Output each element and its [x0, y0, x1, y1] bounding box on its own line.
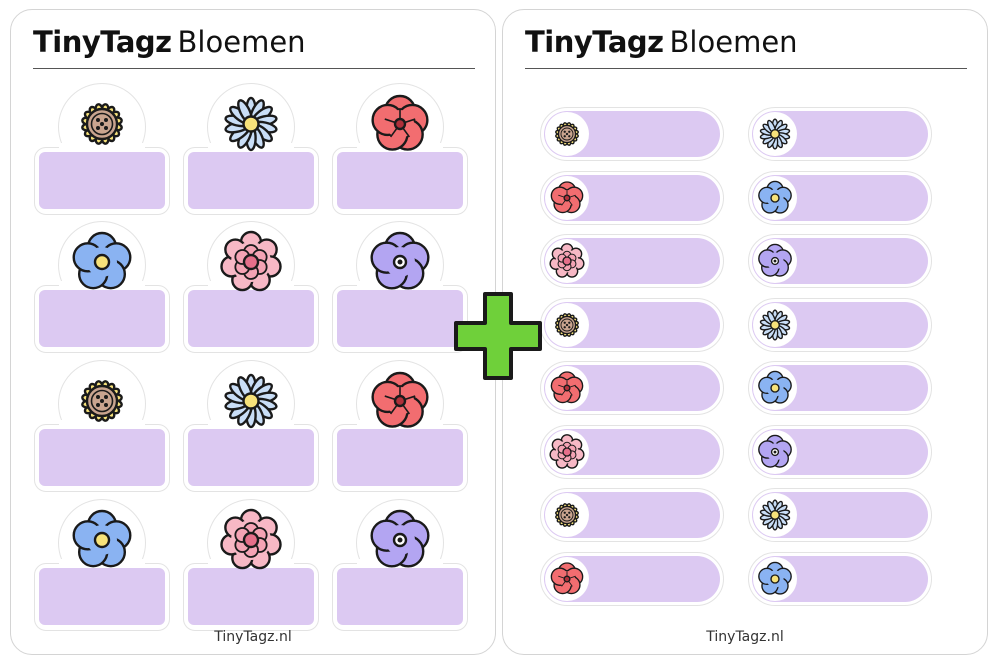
- forget-me-not-icon: [67, 505, 137, 575]
- title-divider: [525, 68, 967, 69]
- pink-flower-icon: [547, 432, 587, 472]
- name-tag-sticker: [34, 83, 170, 215]
- name-strip-sticker: [540, 361, 724, 415]
- name-label-field: [39, 429, 165, 486]
- name-tag-sticker: [332, 499, 468, 631]
- name-strip-sticker: [748, 424, 932, 479]
- sheet-footer-url: TinyTagz.nl: [214, 629, 292, 645]
- daisy-icon: [216, 89, 286, 159]
- poppy-icon: [365, 366, 435, 436]
- violet-icon: [365, 227, 435, 297]
- name-label-field: [39, 568, 165, 625]
- plus-icon: [452, 290, 544, 382]
- name-strip-sticker: [540, 234, 724, 288]
- name-label-field: [337, 429, 463, 486]
- name-tag-sticker: [332, 83, 468, 215]
- name-strip-sticker: [540, 488, 724, 542]
- brand-name: TinyTagz: [33, 25, 172, 59]
- name-tag-sticker: [34, 360, 170, 492]
- name-label-field: [337, 152, 463, 209]
- name-tag-sticker: [183, 360, 319, 492]
- name-tag-sticker: [183, 499, 319, 631]
- daisy-icon: [755, 305, 795, 345]
- daisy-icon: [755, 114, 795, 154]
- sunflower-icon: [547, 495, 587, 535]
- sheet-subtitle: Bloemen: [669, 25, 798, 59]
- poppy-icon: [547, 368, 587, 408]
- name-strip-sticker: [748, 361, 932, 415]
- poppy-icon: [547, 178, 587, 218]
- violet-icon: [365, 505, 435, 575]
- daisy-icon: [755, 495, 795, 535]
- sunflower-icon: [547, 114, 587, 154]
- violet-icon: [755, 241, 795, 281]
- poppy-icon: [547, 559, 587, 599]
- sunflower-icon: [67, 366, 137, 436]
- name-tag-sticker: [332, 221, 468, 353]
- forget-me-not-icon: [755, 178, 795, 218]
- name-label-field: [188, 568, 314, 625]
- name-label-field: [39, 152, 165, 209]
- daisy-icon: [216, 366, 286, 436]
- name-tag-sticker: [34, 221, 170, 353]
- name-label-field: [188, 152, 314, 209]
- name-label-field: [188, 290, 314, 347]
- brand-name: TinyTagz: [525, 25, 664, 59]
- name-strip-sticker: [748, 170, 932, 225]
- name-tag-sticker: [332, 360, 468, 492]
- sheet-footer-url: TinyTagz.nl: [706, 629, 784, 645]
- sticker-background: [59, 143, 145, 151]
- sunflower-icon: [67, 89, 137, 159]
- title-divider: [33, 68, 475, 69]
- name-label-field: [188, 429, 314, 486]
- sticker-background: [59, 420, 145, 428]
- pink-flower-icon: [216, 505, 286, 575]
- name-tag-sticker: [183, 221, 319, 353]
- pink-flower-icon: [547, 241, 587, 281]
- name-strip-sticker: [540, 297, 724, 352]
- pink-flower-icon: [216, 227, 286, 297]
- name-label-field: [337, 568, 463, 625]
- poppy-icon: [365, 89, 435, 159]
- name-strip-sticker: [540, 551, 724, 606]
- sheet-subtitle: Bloemen: [177, 25, 306, 59]
- sunflower-icon: [547, 305, 587, 345]
- name-strip-sticker: [748, 551, 932, 606]
- name-label-field: [337, 290, 463, 347]
- name-label-field: [39, 290, 165, 347]
- name-tag-sticker: [183, 83, 319, 215]
- name-strip-sticker: [540, 424, 724, 479]
- forget-me-not-icon: [755, 559, 795, 599]
- name-strip-sticker: [748, 107, 932, 161]
- name-strip-sticker: [540, 170, 724, 225]
- name-strip-sticker: [748, 297, 932, 352]
- name-strip-sticker: [748, 234, 932, 288]
- forget-me-not-icon: [755, 368, 795, 408]
- name-tag-sticker: [34, 499, 170, 631]
- forget-me-not-icon: [67, 227, 137, 297]
- name-strip-sticker: [748, 488, 932, 542]
- name-strip-sticker: [540, 107, 724, 161]
- violet-icon: [755, 432, 795, 472]
